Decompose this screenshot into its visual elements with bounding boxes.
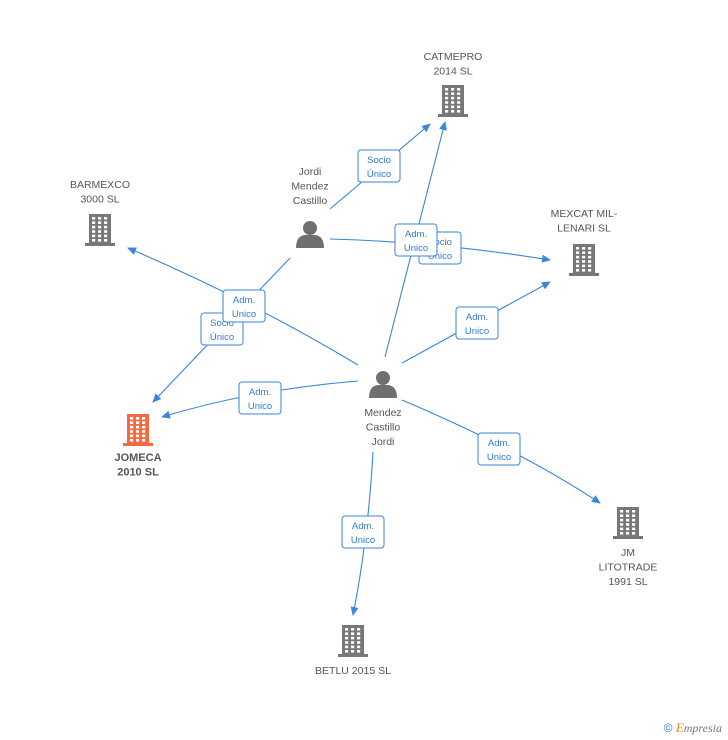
- edge-label-e5: Adm. Unico: [394, 223, 438, 257]
- node-label-mexcat-line1: MEXCAT MIL-: [551, 208, 618, 220]
- node-label-catmepro-line1: CATMEPRO: [424, 51, 483, 63]
- edge-label-e5-line2: Unico: [404, 243, 428, 254]
- node-label-mendez_cj-line3: Jordi: [372, 436, 395, 448]
- edge-label-e4: Adm. Unico: [222, 289, 266, 323]
- node-label-jordi_mc-line3: Castillo: [293, 195, 328, 207]
- nodes-layer: CATMEPRO 2014 SL BARMEXCO 3000 SL MEXCAT MIL…: [70, 51, 657, 677]
- building-icon-jm[interactable]: [613, 507, 643, 539]
- node-label-mendez_cj-line1: Mendez: [364, 407, 401, 419]
- edge-label-e3-line1: Socio: [210, 318, 234, 329]
- node-label-jomeca-line1: JOMECA: [114, 452, 161, 464]
- edge-label-e3-line2: Único: [210, 332, 234, 343]
- person-icon-jordi_mc[interactable]: [296, 221, 324, 248]
- node-label-jordi_mc-line2: Mendez: [291, 181, 328, 193]
- node-label-mendez_cj-line2: Castillo: [366, 422, 401, 434]
- edge-label-e9-line2: Unico: [351, 535, 375, 546]
- node-label-catmepro-line2: 2014 SL: [433, 66, 472, 78]
- building-icon-mexcat[interactable]: [569, 244, 599, 276]
- footer-brand: © Empresia: [664, 720, 722, 736]
- node-label-jomeca-line2: 2010 SL: [117, 467, 159, 479]
- edge-label-e4-line1: Adm.: [233, 295, 255, 306]
- node-label-jm-line2: LITOTRADE: [599, 562, 658, 574]
- building-icon-barmexco[interactable]: [85, 214, 115, 246]
- edge-label-e1-line1: Socio: [367, 155, 391, 166]
- edge-label-e8: Adm. Unico: [477, 432, 521, 466]
- node-label-betlu-line1: BETLU 2015 SL: [315, 665, 391, 677]
- copyright-symbol: ©: [663, 721, 673, 735]
- node-label-jm-line1: JM: [621, 547, 635, 559]
- brand-rest: mpresia: [683, 721, 722, 735]
- building-icon-jomeca[interactable]: [123, 414, 153, 446]
- node-label-mexcat-line2: LENARI SL: [557, 223, 611, 235]
- edge-label-e7-line1: Adm.: [249, 387, 271, 398]
- edge-label-e9-line1: Adm.: [352, 521, 374, 532]
- edge-label-e8-line1: Adm.: [488, 438, 510, 449]
- edge-label-e4-line2: Unico: [232, 309, 256, 320]
- edge-labels-layer: SocioÚnicoSocioÚnicoSocioÚnicoAdm.UnicoA…: [200, 149, 521, 549]
- edge-label-e2-line2: Único: [428, 251, 452, 262]
- edge-label-e6: Adm. Unico: [455, 306, 499, 340]
- edge-label-e7-line2: Unico: [248, 401, 272, 412]
- building-icon-catmepro[interactable]: [438, 85, 468, 117]
- node-label-barmexco-line2: 3000 SL: [80, 194, 119, 206]
- building-icon-betlu[interactable]: [338, 625, 368, 657]
- edge-label-e6-line1: Adm.: [466, 312, 488, 323]
- edge-label-e2-line1: Socio: [428, 237, 452, 248]
- edge-label-e7: Adm. Unico: [238, 381, 282, 415]
- node-label-barmexco-line1: BARMEXCO: [70, 179, 130, 191]
- node-label-jordi_mc-line1: Jordi: [299, 166, 322, 178]
- edge-label-e5-line1: Adm.: [405, 229, 427, 240]
- person-icon-mendez_cj[interactable]: [369, 371, 397, 398]
- edge-label-e8-line2: Unico: [487, 452, 511, 463]
- edge-label-e1-line2: Único: [367, 169, 391, 180]
- brand-initial: E: [675, 720, 684, 735]
- node-label-jm-line3: 1991 SL: [608, 576, 647, 588]
- edge-label-e6-line2: Unico: [465, 326, 489, 337]
- edge-label-e9: Adm. Unico: [341, 515, 385, 549]
